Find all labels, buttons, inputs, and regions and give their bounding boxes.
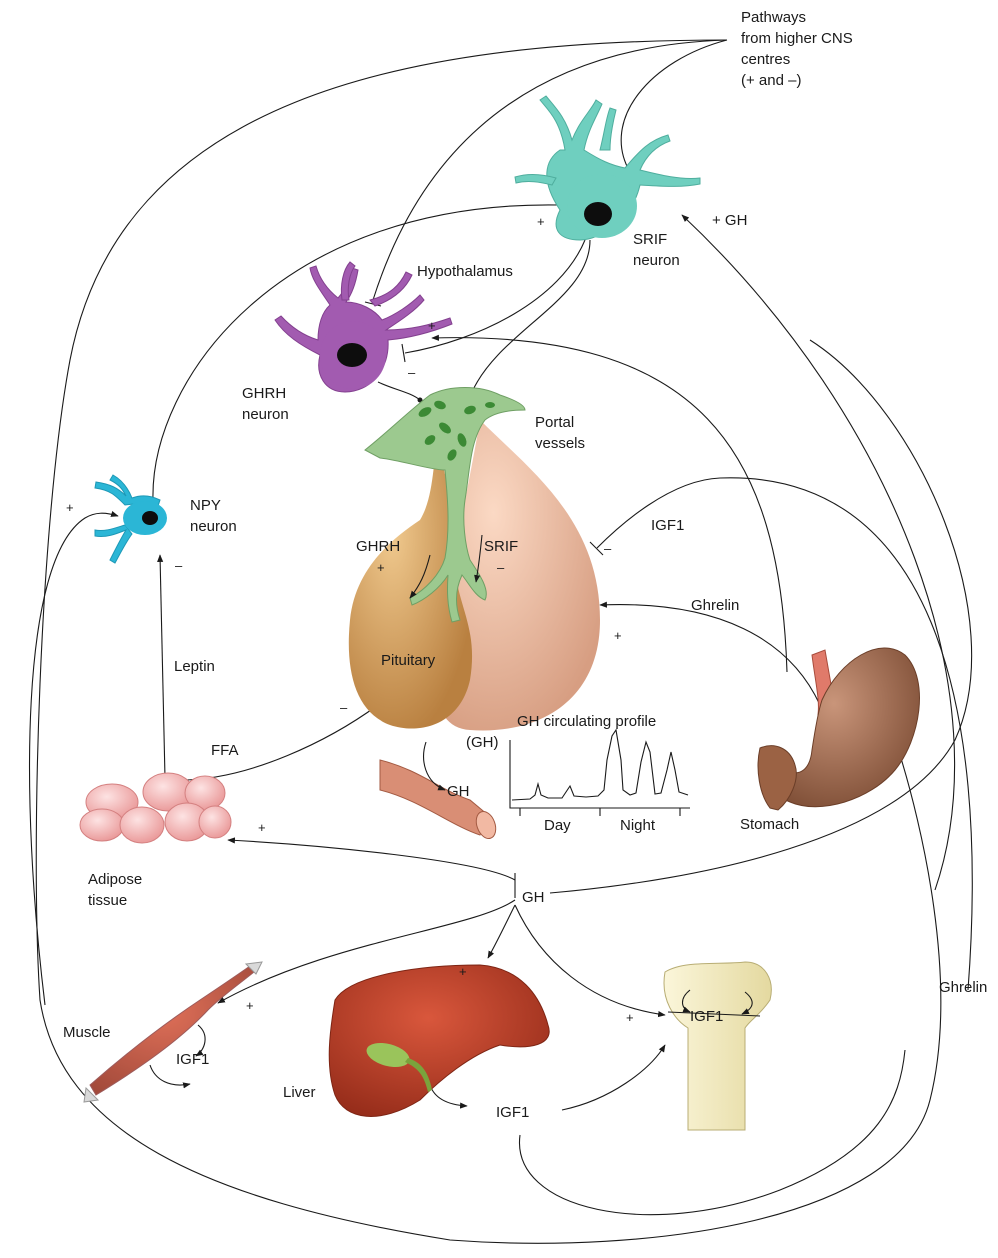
label-ghrelin-right: Ghrelin <box>939 979 987 996</box>
inhibit-bar-srif-ghrh <box>402 344 405 362</box>
sign-minus-ffa: – <box>340 700 348 715</box>
line-cns-to-srif <box>621 40 727 172</box>
line-ghrelin-to-pituitary <box>600 605 820 705</box>
label-ghrh-in: GHRH <box>356 538 400 555</box>
line-gh-right <box>550 340 972 893</box>
line-loop-to-npy <box>30 513 118 1005</box>
ghrh-neuron <box>275 262 452 392</box>
sign-minus-igf1: – <box>604 541 612 556</box>
label-srif-in: SRIF <box>484 538 518 555</box>
line-gh-to-adipose <box>228 840 515 880</box>
label-adipose-1: Adipose <box>88 871 142 888</box>
sign-plus-bone: + <box>626 1010 634 1025</box>
label-srif-neuron-2: neuron <box>633 252 680 269</box>
label-pituitary: Pituitary <box>381 652 436 669</box>
line-gh-to-liver <box>488 905 515 958</box>
line-liver-to-igf1 <box>430 1085 467 1106</box>
label-liver: Liver <box>283 1084 316 1101</box>
liver <box>329 965 549 1116</box>
label-npy-1: NPY <box>190 497 221 514</box>
label-hypothalamus: Hypothalamus <box>417 263 513 280</box>
stomach <box>758 648 919 810</box>
label-pathways-2: from higher CNS <box>741 30 853 47</box>
line-igf1-to-pituitary <box>597 478 972 990</box>
label-adipose-2: tissue <box>88 892 127 909</box>
label-igf1-bone: IGF1 <box>690 1008 723 1025</box>
sign-minus-srif-in: – <box>497 560 505 575</box>
sign-plus-ghrh-in: + <box>377 560 385 575</box>
sign-plus-ghrh: + <box>428 318 436 333</box>
gh-vessel <box>380 742 499 841</box>
label-pathways-1: Pathways <box>741 9 806 26</box>
label-plus-gh: + GH <box>712 212 747 229</box>
label-pathways-4: (+ and –) <box>741 72 801 89</box>
muscle <box>84 962 262 1102</box>
sign-plus-liver: + <box>459 964 467 979</box>
label-ghrh-neuron-2: neuron <box>242 406 289 423</box>
sign-minus-npy: – <box>175 558 183 573</box>
label-pathways-3: centres <box>741 51 790 68</box>
line-gh-to-bone <box>515 905 665 1015</box>
label-npy-2: neuron <box>190 518 237 535</box>
label-igf1-liver: IGF1 <box>496 1104 529 1121</box>
label-gh-vessel: GH <box>447 783 470 800</box>
npy-neuron <box>95 475 167 563</box>
line-leptin <box>160 555 165 778</box>
label-gh-profile: GH circulating profile <box>517 713 656 730</box>
label-night: Night <box>620 817 656 834</box>
bone <box>664 962 771 1130</box>
line-liver-igf1-to-bone <box>562 1045 665 1110</box>
label-ffa: FFA <box>211 742 239 759</box>
label-portal-1: Portal <box>535 414 574 431</box>
label-ghrelin-pit: Ghrelin <box>691 597 739 614</box>
sign-plus-npy: + <box>66 500 74 515</box>
label-gh-center: GH <box>522 889 545 906</box>
adipose-tissue <box>80 773 231 843</box>
gh-profile-chart <box>510 730 690 816</box>
sign-plus-ghrelin: + <box>614 628 622 643</box>
label-muscle: Muscle <box>63 1024 111 1041</box>
label-igf1-muscle: IGF1 <box>176 1051 209 1068</box>
sign-minus-ghrh: – <box>408 365 416 380</box>
line-srif-to-ghrh <box>405 240 585 353</box>
label-day: Day <box>544 817 571 834</box>
label-ghrh-neuron-1: GHRH <box>242 385 286 402</box>
sign-plus-npy-srif: + <box>537 214 545 229</box>
label-leptin: Leptin <box>174 658 215 675</box>
label-srif-neuron-1: SRIF <box>633 231 667 248</box>
sign-plus-muscle: + <box>246 998 254 1013</box>
line-ghrh-to-portal <box>378 382 420 400</box>
label-igf1-pit: IGF1 <box>651 517 684 534</box>
label-portal-2: vessels <box>535 435 585 452</box>
line-ffa <box>180 705 378 780</box>
label-gh-axis: (GH) <box>466 734 499 751</box>
label-stomach: Stomach <box>740 816 799 833</box>
sign-plus-adipose: + <box>258 820 266 835</box>
